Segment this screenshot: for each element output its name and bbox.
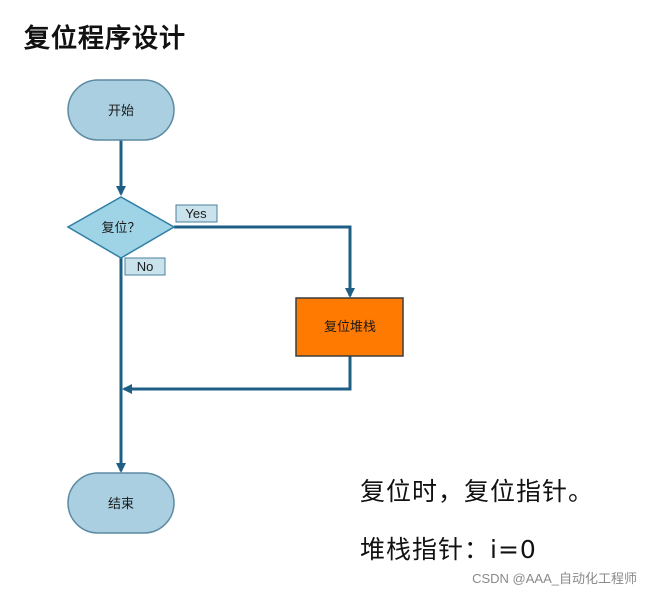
end-node: 结束 xyxy=(67,472,175,534)
no-label: No xyxy=(137,259,154,274)
yes-tag: Yes xyxy=(175,204,218,223)
page-title: 复位程序设计 xyxy=(24,24,187,54)
watermark: CSDN @AAA_自动化工程师 xyxy=(472,571,637,586)
yes-label: Yes xyxy=(185,206,207,221)
end-label: 结束 xyxy=(108,497,134,512)
arrow-yes-to-process xyxy=(174,225,355,298)
arrow-process-to-merge xyxy=(122,356,352,394)
decision-node: 复位？ xyxy=(66,196,176,259)
process-node: 复位堆栈 xyxy=(295,297,404,357)
start-node: 开始 xyxy=(67,79,175,141)
process-label: 复位堆栈 xyxy=(324,320,376,335)
start-label: 开始 xyxy=(108,104,134,119)
decision-label: 复位？ xyxy=(101,221,140,236)
no-tag: No xyxy=(124,257,166,276)
connectors xyxy=(116,140,355,473)
note-reset-pointer: 复位时，复位指针。 xyxy=(360,477,595,506)
note-stack-pointer: 堆栈指针：i=0 xyxy=(360,535,537,564)
